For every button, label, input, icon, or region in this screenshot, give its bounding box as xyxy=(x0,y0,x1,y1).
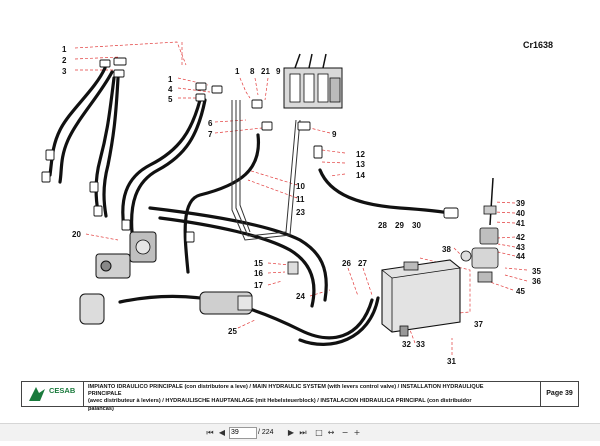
callout-label: 26 xyxy=(342,259,351,268)
callout-label: 40 xyxy=(516,209,525,218)
callout-label: 41 xyxy=(516,219,525,228)
callout-label: 37 xyxy=(474,320,483,329)
page-number-input[interactable] xyxy=(229,427,257,439)
callout-label: 1 xyxy=(62,45,67,54)
callout-label: 32 xyxy=(402,340,411,349)
callout-label: 1 xyxy=(168,75,173,84)
callout-label: 36 xyxy=(532,277,541,286)
callout-label: 21 xyxy=(261,67,270,76)
hoses xyxy=(48,66,457,346)
title-block: CESAB IMPIANTO IDRAULICO PRINCIPALE (con… xyxy=(21,381,579,412)
callout-label: 8 xyxy=(250,67,255,76)
callout-label: 14 xyxy=(356,171,365,180)
callout-label: 29 xyxy=(395,221,404,230)
first-page-icon[interactable]: ⏮ xyxy=(206,428,214,437)
last-page-icon[interactable]: ⏭ xyxy=(299,428,307,437)
callout-label: 15 xyxy=(254,259,263,268)
callout-label: 38 xyxy=(442,245,451,254)
pump xyxy=(79,231,157,325)
steel-pipes xyxy=(231,100,301,241)
zoom-out-icon[interactable]: − xyxy=(341,428,349,437)
callout-label: 20 xyxy=(72,230,81,239)
callout-label: 42 xyxy=(516,233,525,242)
callout-label: 45 xyxy=(516,287,525,296)
page-label: Page 39 xyxy=(540,382,578,406)
pdf-viewer-toolbar: ⏮ ◀ / 224 ▶ ⏭ □ ↔ − + xyxy=(0,423,600,441)
logo-text: CESAB xyxy=(49,386,76,395)
callout-label: 16 xyxy=(254,269,263,278)
callout-label: 39 xyxy=(516,199,525,208)
callout-label: 7 xyxy=(208,130,213,139)
zoom-in-icon[interactable]: + xyxy=(353,428,361,437)
callout-label: 6 xyxy=(208,119,213,128)
callout-label: 35 xyxy=(532,267,541,276)
callout-label: 43 xyxy=(516,243,525,252)
callout-label: 30 xyxy=(412,221,421,230)
callout-label: 9 xyxy=(332,130,337,139)
callout-label: 31 xyxy=(447,357,456,366)
valve-body xyxy=(199,261,299,315)
caption-line: (avec distributeur à leviers) / HYDRAULI… xyxy=(88,398,472,412)
callout-label: 24 xyxy=(296,292,305,301)
page-caption: IMPIANTO IDRAULICO PRINCIPALE (con distr… xyxy=(88,384,498,413)
caption-line: IMPIANTO IDRAULICO PRINCIPALE (con distr… xyxy=(88,384,484,398)
callout-label: 9 xyxy=(276,67,281,76)
fittings xyxy=(41,57,459,243)
callout-label: 28 xyxy=(378,221,387,230)
prev-page-icon[interactable]: ◀ xyxy=(218,428,226,437)
next-page-icon[interactable]: ▶ xyxy=(287,428,295,437)
page-total: / 224 xyxy=(258,429,274,436)
callout-label: 5 xyxy=(168,95,173,104)
filler-assembly xyxy=(460,177,499,283)
callout-label: 11 xyxy=(296,195,305,204)
control-valve xyxy=(283,53,343,109)
fit-page-icon[interactable]: □ xyxy=(315,428,323,437)
callout-label: 3 xyxy=(62,67,67,76)
callout-label: 4 xyxy=(168,85,173,94)
callout-label: 33 xyxy=(416,340,425,349)
fit-width-icon[interactable]: ↔ xyxy=(327,428,335,437)
cesab-logo: CESAB xyxy=(22,382,84,406)
hydraulic-tank xyxy=(381,259,461,337)
callout-label: 44 xyxy=(516,252,525,261)
drawing-code: Cr1638 xyxy=(523,40,554,50)
callout-labels: 1 2 3 1 4 5 1 8 21 9 6 7 9 12 13 14 10 1… xyxy=(62,45,541,366)
callout-label: 23 xyxy=(296,208,305,217)
callout-label: 1 xyxy=(235,67,240,76)
callout-label: 27 xyxy=(358,259,367,268)
callout-label: 10 xyxy=(296,182,305,191)
callout-label: 2 xyxy=(62,56,67,65)
cesab-logo-icon xyxy=(29,387,45,401)
callout-label: 12 xyxy=(356,150,365,159)
callout-label: 13 xyxy=(356,160,365,169)
callout-label: 25 xyxy=(228,327,237,336)
callout-label: 17 xyxy=(254,281,263,290)
